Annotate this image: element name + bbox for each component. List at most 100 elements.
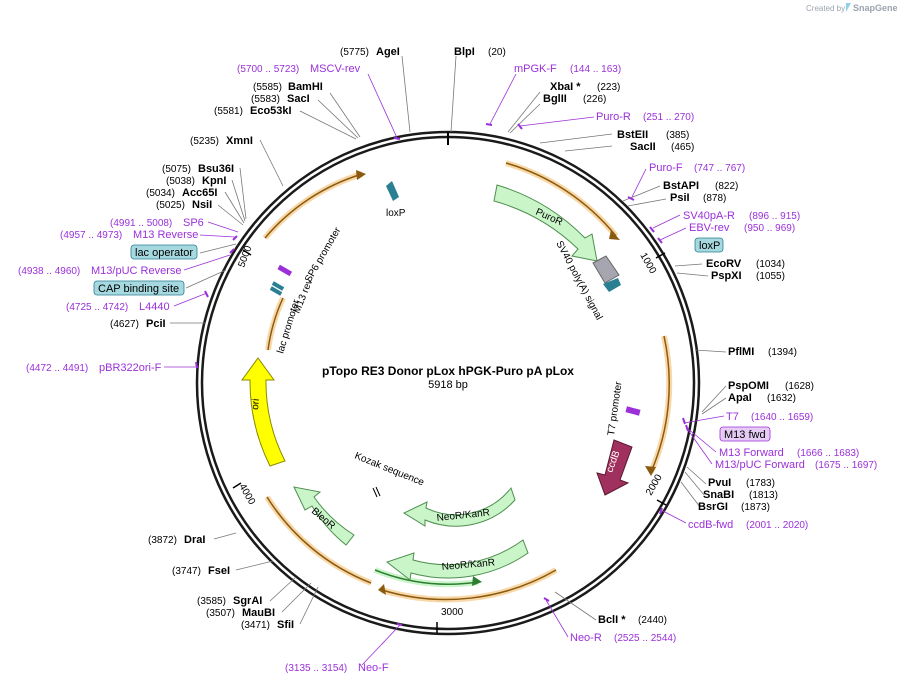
enzyme-pvui: PvuI	[708, 477, 731, 489]
enzyme-pos-fsei: (3747)	[172, 566, 201, 577]
feature-loxp-left-icon: loxP	[386, 181, 406, 219]
primer-ccdbfwd: ccdB-fwd	[688, 519, 733, 531]
enzyme-pos-drai: (3872)	[148, 535, 177, 546]
primer-puror: Puro-R	[596, 111, 631, 123]
primer-range-neor: (2525 .. 2544)	[614, 633, 676, 644]
credit-prefix: Created by	[806, 4, 845, 13]
enzyme-sacii: SacII	[630, 141, 656, 153]
enzyme-pos-pspomi: (1628)	[785, 381, 814, 392]
enzyme-xbai: XbaI *	[550, 81, 581, 93]
enzyme-pos-psii: (878)	[703, 193, 726, 204]
enzyme-pflmi: PflMI	[728, 346, 754, 358]
box-m13fwd: M13 fwd	[719, 426, 771, 442]
primer-range-m13forward: (1666 .. 1683)	[797, 448, 859, 459]
primer-range-l4440: (4725 .. 4742)	[66, 302, 128, 313]
primer-t7: T7	[726, 411, 739, 423]
box-loxp: loxP	[694, 237, 724, 253]
enzyme-pos-blpi: (20)	[488, 47, 506, 58]
primer-mpgkf: mPGK-F	[514, 63, 557, 75]
primer-range-m13pucreverse: (4938 .. 4960)	[18, 266, 80, 277]
enzyme-pos-xbai: (223)	[597, 82, 620, 93]
enzyme-bstapi: BstAPI	[663, 180, 699, 192]
enzyme-pos-bsteii: (385)	[666, 130, 689, 141]
enzyme-pos-bsu36i: (5075)	[162, 164, 191, 175]
enzyme-pos-agei: (5775)	[340, 47, 369, 58]
primer-purof: Puro-F	[649, 162, 683, 174]
feature-label-neokan2: NeoR/KanR	[441, 557, 495, 573]
primer-sp6: SP6	[183, 217, 204, 229]
tick-2000	[656, 499, 667, 506]
feature-label-t7promoter: T7 promoter	[606, 380, 625, 436]
feature-label-loxp: loxP	[386, 208, 406, 219]
feature-bleor: BleoR	[293, 486, 355, 546]
enzyme-blpi: BlpI	[454, 46, 475, 58]
enzyme-pos-nsii: (5025)	[156, 200, 185, 211]
enzyme-pos-ecorv: (1034)	[756, 259, 785, 270]
enzyme-pspomi: PspOMI	[728, 380, 769, 392]
enzyme-acc65i: Acc65I	[182, 187, 217, 199]
enzyme-pos-saci: (5583)	[251, 94, 280, 105]
box-capsite-label: CAP binding site	[98, 283, 179, 295]
primer-range-sp6: (4991 .. 5008)	[110, 218, 172, 229]
enzyme-pos-pflmi: (1394)	[768, 347, 797, 358]
box-loxp-label: loxP	[699, 240, 720, 252]
box-m13fwd-label: M13 fwd	[724, 429, 766, 441]
primer-l4440: L4440	[139, 301, 170, 313]
feature-label-kozak: Kozak sequence	[353, 451, 426, 489]
feature-puror: PuroR	[493, 184, 598, 262]
enzyme-ecorv: EcoRV	[706, 258, 742, 270]
feature-neokan-upper: NeoR/KanR	[402, 486, 516, 527]
enzyme-sfii: SfiI	[277, 619, 294, 631]
tick-label-3000: 3000	[441, 607, 464, 618]
box-capsite: CAP binding site	[93, 280, 185, 296]
enzyme-pos-acc65i: (5034)	[146, 188, 175, 199]
primer-range-m13reverse: (4957 .. 4973)	[60, 230, 122, 241]
box-lacoperator: lac operator	[130, 244, 198, 260]
primer-sv40par: SV40pA-R	[683, 210, 735, 222]
enzyme-psii: PsiI	[670, 192, 690, 204]
feature-loxp-right-icon	[603, 278, 621, 292]
tick-1000	[655, 252, 666, 259]
enzyme-kpni: KpnI	[202, 175, 226, 187]
enzyme-bsteii: BstEII	[617, 129, 648, 141]
enzyme-nsii: NsiI	[192, 199, 212, 211]
tick-label-2000: 2000	[644, 472, 665, 497]
primer-range-ccdbfwd: (2001 .. 2020)	[746, 520, 808, 531]
enzyme-pos-bamhi: (5585)	[253, 82, 282, 93]
primer-m13pucforward: M13/pUC Forward	[715, 459, 805, 471]
enzyme-eco53ki: Eco53kI	[250, 105, 292, 117]
tick-label-1000: 1000	[637, 251, 658, 276]
primer-neor: Neo-R	[570, 632, 602, 644]
enzyme-sgrai: SgrAI	[233, 595, 262, 607]
enzyme-pos-bstapi: (822)	[715, 181, 738, 192]
primer-pbr322orif: pBR322ori-F	[99, 362, 162, 374]
enzyme-pos-bsrgi: (1873)	[741, 502, 770, 513]
primer-m13forward: M13 Forward	[719, 447, 784, 459]
feature-neokan-lower: NeoR/KanR	[385, 539, 529, 581]
enzyme-bamhi: BamHI	[288, 81, 323, 93]
enzyme-pos-eco53ki: (5581)	[214, 106, 243, 117]
enzyme-pos-pspxi: (1055)	[756, 271, 785, 282]
primer-range-m13pucforward: (1675 .. 1697)	[815, 460, 877, 471]
snapgene-logo-icon	[846, 3, 851, 12]
enzyme-snabi: SnaBI	[703, 489, 734, 501]
enzyme-pos-kpni: (5038)	[166, 176, 195, 187]
primer-neof: Neo-F	[358, 662, 389, 674]
primer-markers	[195, 123, 689, 626]
enzyme-pos-bcli: (2440)	[638, 615, 667, 626]
plasmid-name: pTopo RE3 Donor pLox hPGK-Puro pA pLox	[322, 364, 574, 378]
enzyme-pos-xmni: (5235)	[190, 136, 219, 147]
primer-ebvrev: EBV-rev	[689, 222, 730, 234]
enzyme-pos-sfii: (3471)	[241, 620, 270, 631]
enzyme-pos-sgrai: (3585)	[197, 596, 226, 607]
enzyme-pos-sacii: (465)	[671, 142, 694, 153]
enzyme-pos-pcii: (4627)	[110, 319, 139, 330]
enzyme-pos-pvui: (1783)	[746, 478, 775, 489]
enzyme-pos-snabi: (1813)	[749, 490, 778, 501]
enzyme-pos-apai: (1632)	[767, 393, 796, 404]
enzyme-bsu36i: Bsu36I	[198, 163, 234, 175]
enzyme-pcii: PciI	[146, 318, 166, 330]
enzyme-bcli: BclI *	[598, 614, 626, 626]
primer-range-puror: (251 .. 270)	[643, 112, 694, 123]
